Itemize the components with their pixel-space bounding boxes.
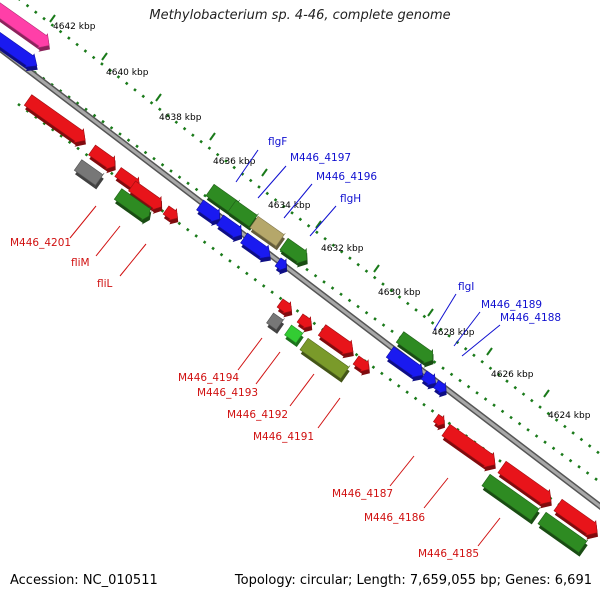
gene-label-leader xyxy=(257,165,287,199)
gene-label[interactable]: M446_4185 xyxy=(418,548,479,560)
gene-green[interactable] xyxy=(113,188,152,225)
gene-blue[interactable] xyxy=(385,346,424,382)
gene-label-leader xyxy=(389,455,415,487)
gene-label[interactable]: M446_4194 xyxy=(178,372,239,384)
gene-blue[interactable] xyxy=(432,379,447,398)
gene-green[interactable] xyxy=(537,511,589,559)
ruler-layer: 4642 kbp 4640 kbp 4638 kbp 4636 kbp 4634 kbp… xyxy=(0,0,600,537)
gene-tan[interactable] xyxy=(249,215,287,252)
ruler-tick xyxy=(373,264,380,273)
gene-green[interactable] xyxy=(481,473,541,527)
ruler-tick xyxy=(543,389,550,398)
gene-green[interactable] xyxy=(395,331,434,368)
gene-label[interactable]: M446_4188 xyxy=(500,312,561,324)
gene-red[interactable] xyxy=(441,423,496,472)
ruler-tick-label: 4640 kbp xyxy=(106,68,149,78)
gene-label-leader xyxy=(423,477,449,509)
gene-label[interactable]: M446_4191 xyxy=(253,431,314,443)
gene-red[interactable] xyxy=(553,498,598,540)
backbone-layer xyxy=(0,45,600,510)
ruler-tick-label: 4630 kbp xyxy=(378,288,421,298)
gene-label-leader xyxy=(255,351,281,385)
ruler-tick xyxy=(486,347,493,356)
gene-gray[interactable] xyxy=(266,312,286,336)
gene-label[interactable]: M446_4189 xyxy=(481,299,542,311)
gene-label[interactable]: flgH xyxy=(340,193,361,205)
ruler-tick-label: 4638 kbp xyxy=(159,113,202,123)
gene-red[interactable] xyxy=(162,205,179,225)
label-layer: flgFM446_4197M446_4196flgHflgIM446_4189M… xyxy=(10,136,561,560)
gene-label-leader xyxy=(461,324,501,357)
gene-layer[interactable] xyxy=(0,0,598,559)
gene-blue[interactable] xyxy=(274,257,287,275)
gene-blue[interactable] xyxy=(216,214,243,243)
gene-label[interactable]: M446_4196 xyxy=(316,171,377,183)
gene-red[interactable] xyxy=(88,144,116,174)
gene-label-leader xyxy=(95,225,121,257)
gene-red[interactable] xyxy=(497,460,552,509)
gene-pink[interactable] xyxy=(0,0,50,52)
gene-label[interactable]: M446_4201 xyxy=(10,237,71,249)
gene-red[interactable] xyxy=(276,298,293,318)
gene-label-leader xyxy=(433,293,457,331)
gene-label[interactable]: fliM xyxy=(71,257,90,269)
gene-label-leader xyxy=(453,311,481,347)
gene-label[interactable]: M446_4192 xyxy=(227,409,288,421)
topology-summary: Topology: circular; Length: 7,659,055 bp… xyxy=(234,573,592,588)
gene-label-leader xyxy=(309,205,337,237)
gene-label[interactable]: M446_4187 xyxy=(332,488,393,500)
gene-label-leader xyxy=(235,149,259,183)
accession-text: Accession: NC_010511 xyxy=(10,573,158,588)
gene-label[interactable]: fliL xyxy=(97,278,113,290)
gene-blue[interactable] xyxy=(196,199,221,226)
ruler-tick xyxy=(427,308,434,317)
ruler-tick-label: 4636 kbp xyxy=(213,157,256,167)
gene-label[interactable]: M446_4197 xyxy=(290,152,351,164)
ruler-tick xyxy=(261,168,268,177)
gene-label-leader xyxy=(317,397,341,429)
gene-red[interactable] xyxy=(128,180,163,214)
ruler-tick xyxy=(155,93,162,102)
gene-label[interactable]: M446_4186 xyxy=(364,512,425,524)
ruler-tick xyxy=(209,132,216,141)
gene-blue[interactable] xyxy=(240,232,271,263)
gene-red[interactable] xyxy=(352,355,370,376)
ruler-tick-label: 4642 kbp xyxy=(53,22,96,32)
gene-label-leader xyxy=(289,373,315,407)
ruler-tick-label: 4632 kbp xyxy=(321,244,364,254)
gene-lightgreen[interactable] xyxy=(284,324,305,349)
gene-olive[interactable] xyxy=(299,337,351,385)
map-title: Methylobacterium sp. 4-46, complete geno… xyxy=(149,8,451,23)
gene-red[interactable] xyxy=(23,94,86,147)
ruler-tick-label: 4628 kbp xyxy=(432,328,475,338)
genome-backbone xyxy=(0,46,600,509)
gene-label[interactable]: flgF xyxy=(268,136,287,148)
ruler-tick-label: 4626 kbp xyxy=(491,370,534,380)
ruler-tick xyxy=(315,220,322,229)
gene-label[interactable]: M446_4193 xyxy=(197,387,258,399)
gene-label-leader xyxy=(283,183,313,219)
ruler-tick-label: 4634 kbp xyxy=(268,201,311,211)
gene-label-leader xyxy=(477,517,501,547)
gene-label[interactable]: flgI xyxy=(458,281,474,293)
gene-blue[interactable] xyxy=(0,29,38,72)
gene-red[interactable] xyxy=(317,324,354,359)
gene-gray[interactable] xyxy=(73,159,105,191)
ruler-tick xyxy=(49,14,56,23)
ruler-tick xyxy=(101,52,108,61)
gene-label-leader xyxy=(69,205,97,239)
gene-red[interactable] xyxy=(296,313,313,333)
gene-blue[interactable] xyxy=(420,370,437,390)
gene-green[interactable] xyxy=(279,237,308,268)
ruler-tick-label: 4624 kbp xyxy=(548,411,591,421)
gene-red[interactable] xyxy=(432,413,445,431)
gene-label-leader xyxy=(119,243,147,277)
gene-label-leader xyxy=(237,337,263,371)
